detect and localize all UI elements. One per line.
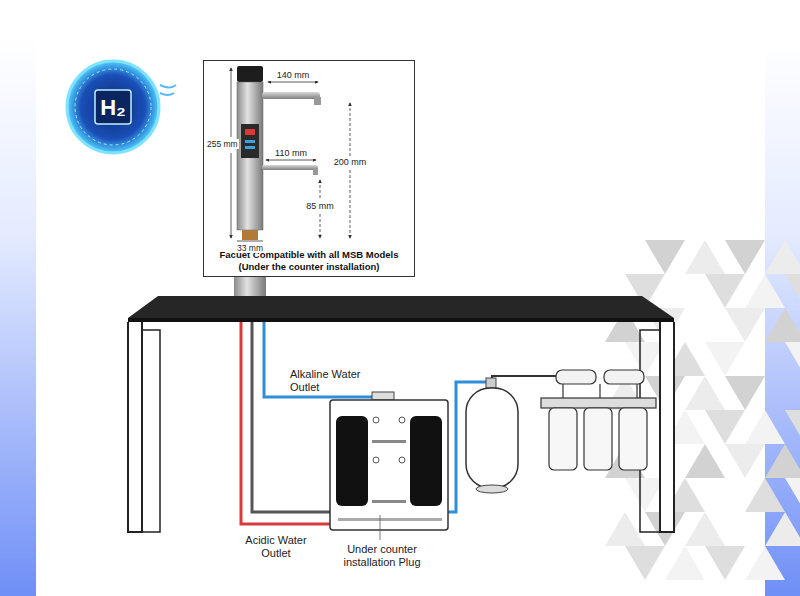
background-triangle — [645, 240, 685, 274]
background-triangle — [765, 512, 800, 546]
leader-lines — [380, 515, 381, 540]
background-triangle — [785, 342, 800, 376]
storage-tank — [466, 378, 518, 493]
background-triangle — [685, 376, 725, 410]
background-triangle — [725, 308, 765, 342]
background-triangle — [745, 478, 785, 512]
ro-filter — [541, 370, 656, 470]
faucet-stem — [234, 277, 266, 297]
background-triangle — [765, 444, 800, 478]
background-triangle — [705, 546, 745, 580]
background-triangle — [785, 274, 800, 308]
background-triangle — [685, 512, 725, 546]
background-triangle — [605, 512, 645, 546]
background-triangle — [785, 478, 800, 512]
triangle-pattern — [605, 240, 800, 580]
plug-label: Under counter installation Plug — [327, 543, 437, 569]
background-triangle — [685, 444, 725, 478]
background-triangle — [725, 444, 765, 478]
faucet — [237, 66, 321, 240]
background-triangle — [705, 342, 745, 376]
background-triangle — [705, 274, 745, 308]
background-triangle — [765, 308, 800, 342]
background-triangle — [705, 410, 745, 444]
dimension: 33 mm — [227, 243, 273, 253]
background-triangle — [725, 240, 765, 274]
dimension: 85 mm — [297, 201, 343, 212]
ionizer — [330, 392, 448, 530]
logo-splash — [160, 85, 176, 95]
dimension: 140 mm — [267, 70, 319, 81]
logo — [67, 61, 159, 153]
background-triangle — [625, 546, 665, 580]
logo-text: H₂ — [83, 95, 143, 121]
dimension: 110 mm — [265, 148, 317, 159]
background-triangle — [745, 546, 785, 580]
background-triangle — [745, 410, 785, 444]
background-triangle — [785, 410, 800, 444]
dimension: 200 mm — [324, 157, 376, 168]
counter — [128, 296, 674, 532]
background-triangle — [745, 274, 785, 308]
inset-ground — [203, 60, 415, 277]
outlet-label: Alkaline Water Outlet — [290, 368, 362, 394]
dimension-lines — [231, 68, 350, 241]
dimension: 255 mm — [206, 139, 239, 149]
background-triangle — [725, 376, 765, 410]
background-triangle — [685, 240, 725, 274]
outlet-label: Acidic Water Outlet — [241, 534, 311, 560]
background-triangle — [665, 546, 705, 580]
logo-ring — [75, 69, 151, 145]
side-band — [0, 40, 36, 596]
background-triangle — [765, 240, 800, 274]
